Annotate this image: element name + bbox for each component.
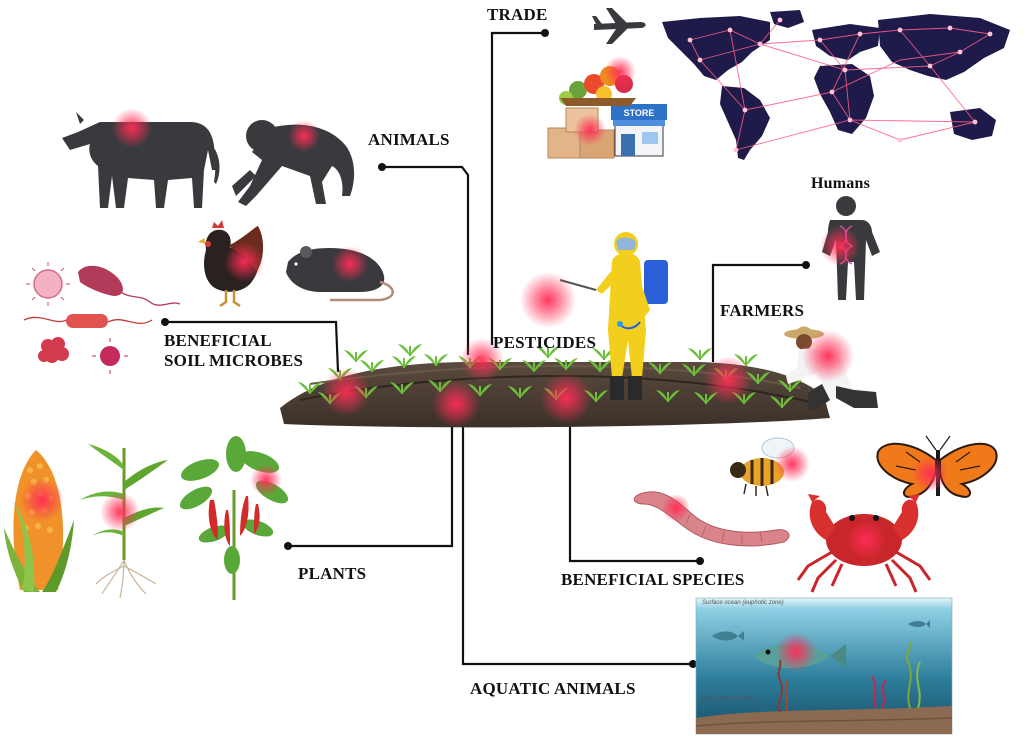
label-trade: TRADE <box>487 5 548 24</box>
ocean-deep-label: Deep sea (sea floor) <box>702 696 757 702</box>
world-trade-map <box>662 10 1010 160</box>
cow-icon <box>62 112 220 208</box>
ocean-panel <box>695 597 953 735</box>
young-plant-icon <box>80 444 168 599</box>
store-sign: STORE <box>624 108 655 118</box>
label-beneficial-soil-microbes-line2: SOIL MICROBES <box>164 351 304 370</box>
connector-dots <box>161 29 810 668</box>
label-beneficial-soil-microbes-line1: BENEFICIAL <box>164 331 272 350</box>
pesticide-sprayer-person-icon <box>559 232 668 400</box>
bee-icon <box>730 437 795 497</box>
fish-icon <box>712 620 930 641</box>
label-animals: ANIMALS <box>368 130 450 149</box>
airplane-icon <box>592 8 646 44</box>
label-beneficial-species: BENEFICIAL SPECIES <box>561 570 745 589</box>
chili-pepper-plant-icon <box>179 436 289 600</box>
microbes-icon <box>23 262 181 374</box>
label-farmers: FARMERS <box>720 301 805 320</box>
label-pesticides: PESTICIDES <box>493 333 597 352</box>
connector-lines <box>165 31 806 666</box>
earthworm-icon <box>633 491 790 547</box>
ocean-surface-label: Surface ocean (euphotic zone) <box>702 600 784 606</box>
label-humans: Humans <box>811 175 870 192</box>
label-aquatic-animals: AQUATIC ANIMALS <box>470 679 636 698</box>
seaweed-icon <box>777 641 921 713</box>
monkey-icon <box>232 120 355 206</box>
label-plants: PLANTS <box>298 564 367 583</box>
contamination-hotspots <box>20 56 948 672</box>
store-icon: STORE <box>611 104 667 157</box>
